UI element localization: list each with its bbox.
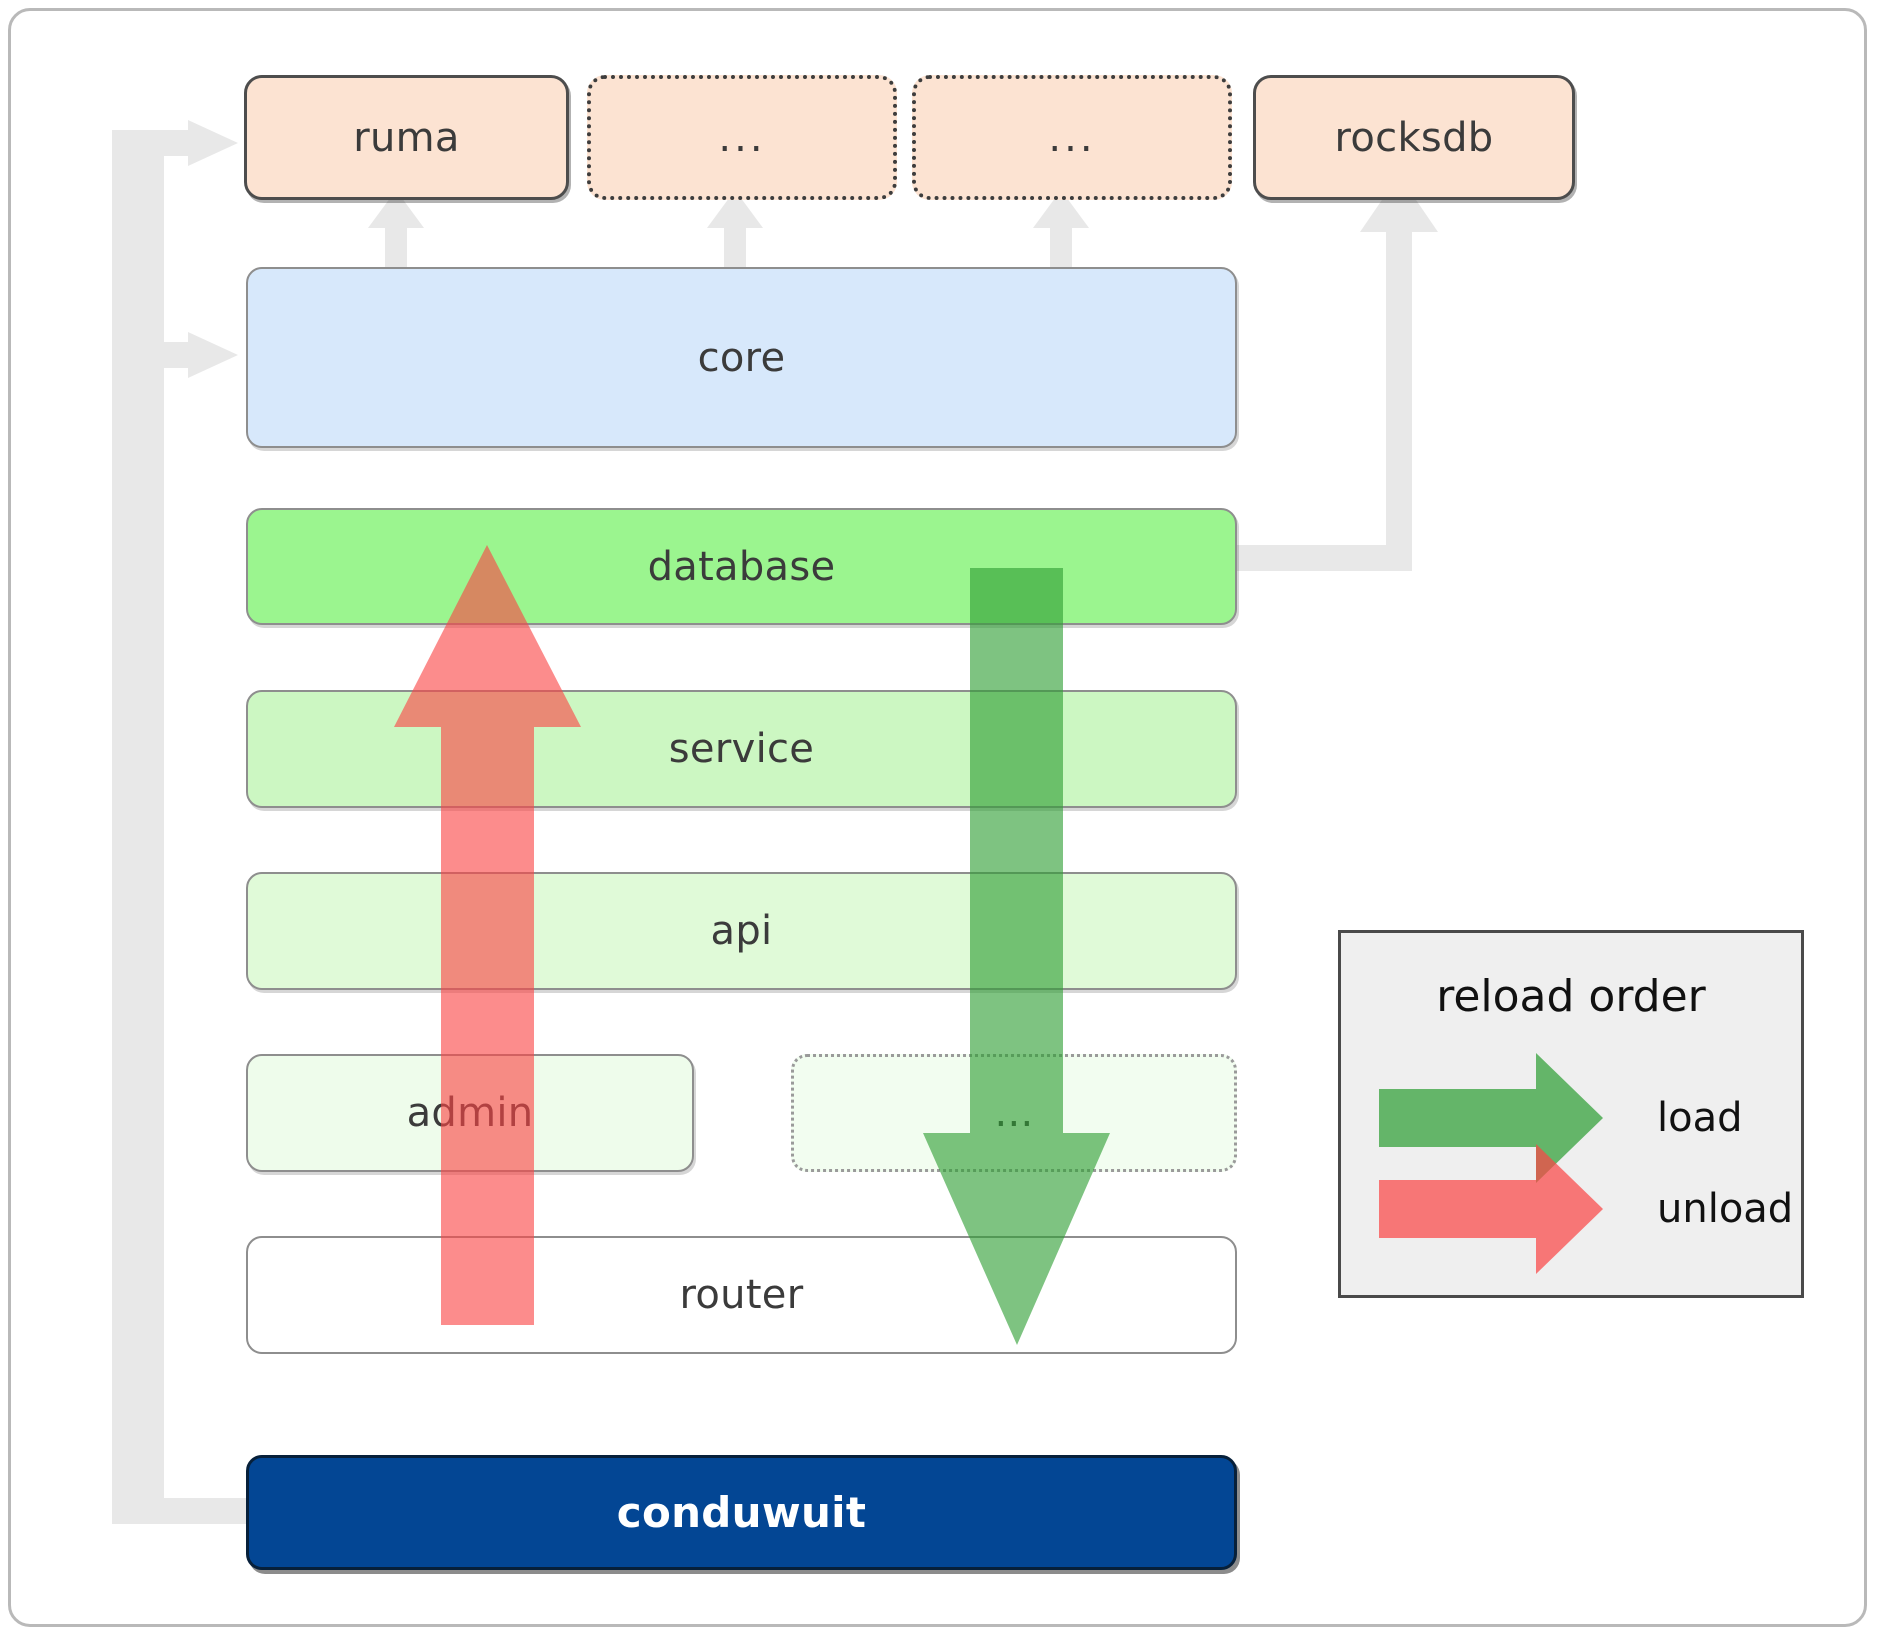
layer-label-service: service [668, 726, 815, 772]
layer-box-router[interactable]: router [246, 1236, 1237, 1354]
layer-label-database: database [647, 543, 836, 590]
layer-box-database[interactable]: database [246, 508, 1237, 625]
legend-arrow-icons [1379, 1053, 1603, 1274]
unload-arrow-icon [1379, 1144, 1603, 1274]
dependency-label-ruma: ruma [353, 114, 460, 161]
dependency-box-rocksdb[interactable]: rocksdb [1253, 75, 1575, 200]
layer-box-extra[interactable]: ... [791, 1054, 1237, 1172]
dependency-label-rocksdb: rocksdb [1334, 114, 1494, 161]
load-arrow-icon [1379, 1053, 1603, 1183]
legend-label-load: load [1657, 1095, 1743, 1141]
legend-title: reload order [1436, 971, 1706, 1022]
dependency-box-ruma[interactable]: ruma [244, 75, 569, 200]
layer-box-service[interactable]: service [246, 690, 1237, 808]
layer-label-core: core [697, 334, 786, 381]
layer-box-api[interactable]: api [246, 872, 1237, 990]
dependency-box-2[interactable]: ... [587, 75, 897, 200]
dependency-label-3: ... [1048, 114, 1096, 161]
layer-box-admin[interactable]: admin [246, 1054, 694, 1172]
diagram-frame [8, 8, 1867, 1627]
layer-label-router: router [679, 1272, 804, 1318]
layer-label-api: api [710, 908, 773, 954]
layer-box-core[interactable]: core [246, 267, 1237, 448]
layer-label-admin: admin [406, 1090, 534, 1136]
dependency-label-2: ... [718, 114, 766, 161]
legend-label-unload: unload [1657, 1186, 1794, 1232]
binary-label-conduwuit: conduwuit [616, 1488, 867, 1537]
legend-panel: reload order load unload [1338, 930, 1804, 1298]
dependency-box-3[interactable]: ... [912, 75, 1232, 200]
binary-box-conduwuit[interactable]: conduwuit [246, 1455, 1237, 1570]
layer-label-extra: ... [994, 1090, 1034, 1136]
